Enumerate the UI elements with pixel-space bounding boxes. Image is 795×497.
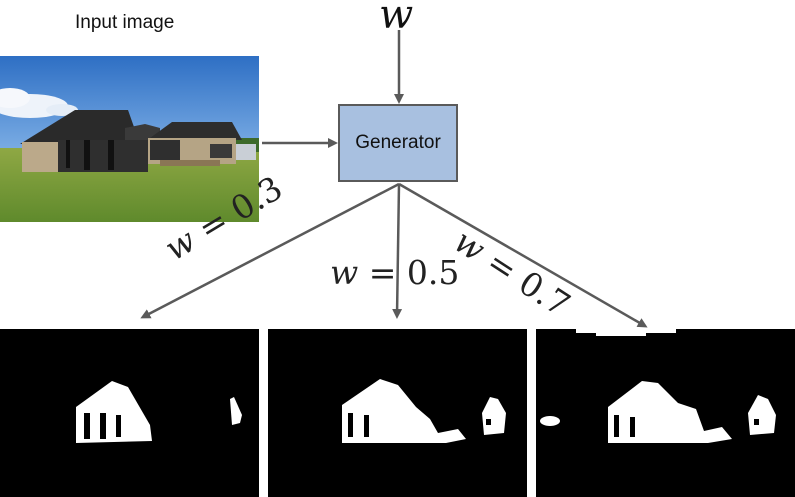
output-arrow-0.7 — [398, 182, 648, 328]
w-0.5-label: w = 0.5 — [330, 253, 460, 292]
output-arrow-0.5 — [392, 183, 403, 319]
w-variable-label: w — [379, 0, 414, 38]
input-image-label: Input image — [75, 12, 175, 33]
output-arrow-0.3 — [140, 182, 400, 319]
generator-box: Generator — [338, 104, 458, 182]
output-mask-0.7 — [536, 329, 795, 497]
generator-label: Generator — [355, 132, 441, 153]
output-mask-0.5 — [268, 329, 527, 497]
input-house-photo — [0, 56, 259, 222]
output-mask-0.3 — [0, 329, 259, 497]
